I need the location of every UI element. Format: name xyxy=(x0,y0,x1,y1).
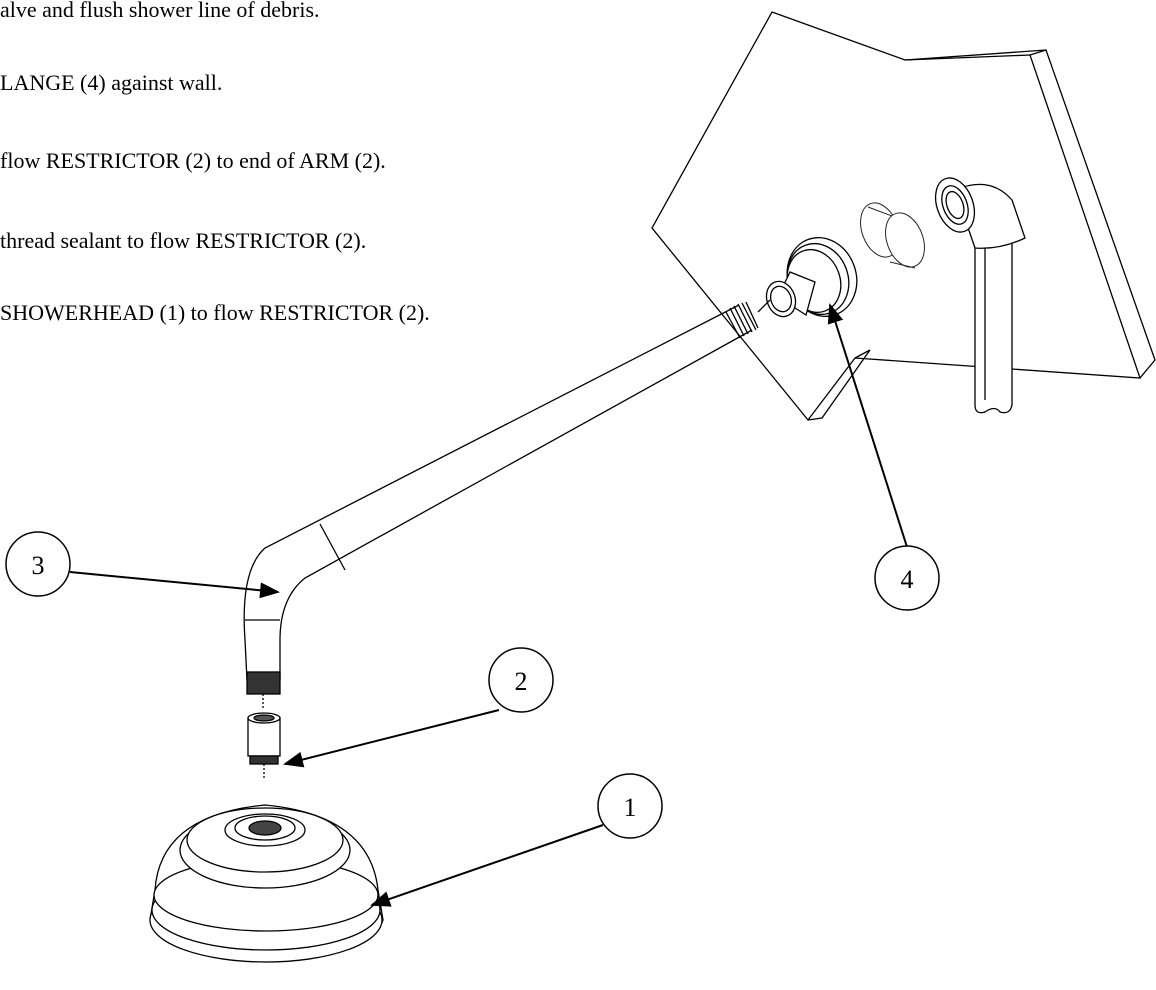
step-thread-sealant: thread sealant to flow RESTRICTOR (2). xyxy=(0,228,367,253)
callout-2: 2 xyxy=(488,647,554,713)
step-flush-line: alve and flush shower line of debris. xyxy=(0,0,320,22)
callout-2-label: 2 xyxy=(515,667,528,696)
step-restrictor-to-arm: flow RESTRICTOR (2) to end of ARM (2). xyxy=(0,148,386,173)
callout-4-label: 4 xyxy=(901,565,914,594)
step-flange: LANGE (4) against wall. xyxy=(0,70,223,95)
leader-1 xyxy=(370,824,604,907)
wall-sleeve xyxy=(860,202,925,269)
step-showerhead: SHOWERHEAD (1) to flow RESTRICTOR (2). xyxy=(0,300,430,325)
callout-1-label: 1 xyxy=(624,793,637,822)
leader-2 xyxy=(283,709,500,768)
callout-4: 4 xyxy=(874,545,940,611)
callout-3-label: 3 xyxy=(32,551,45,580)
supply-elbow xyxy=(934,177,1026,414)
leader-4 xyxy=(827,303,908,548)
leader-3 xyxy=(69,571,280,599)
callout-3: 3 xyxy=(5,531,71,597)
showerhead xyxy=(149,804,384,963)
flange xyxy=(765,237,858,318)
shower-arm xyxy=(243,299,771,708)
flow-restrictor xyxy=(247,712,281,780)
callout-1: 1 xyxy=(597,773,663,839)
callout-leaders xyxy=(69,303,908,907)
